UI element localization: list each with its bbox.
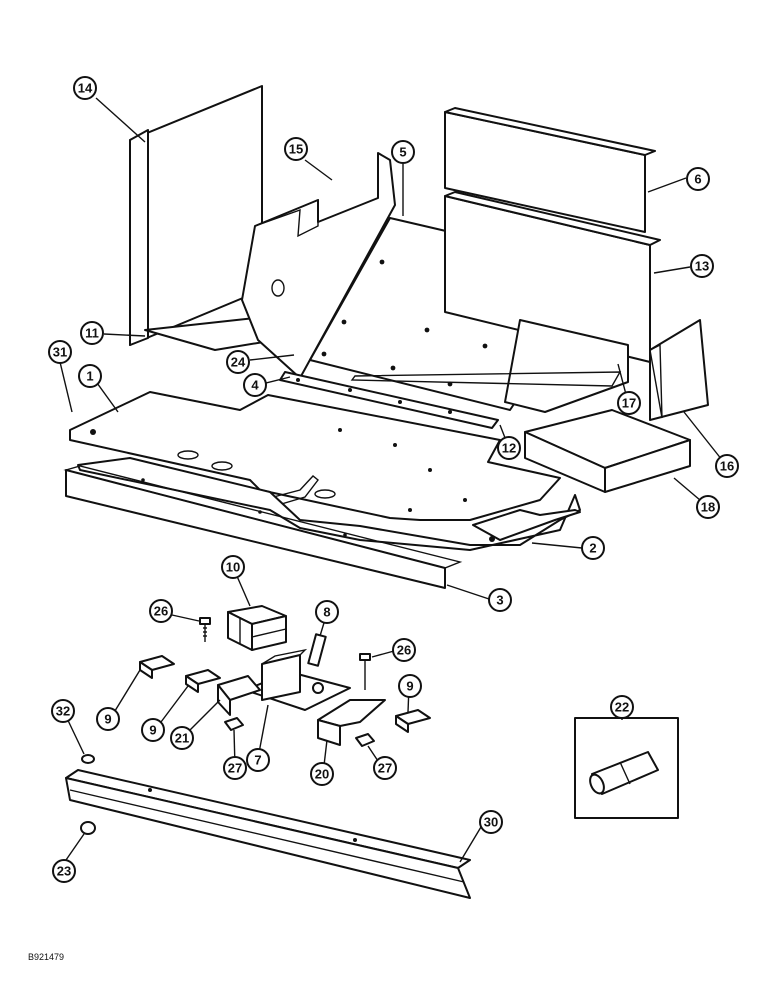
part-12-strip — [279, 371, 499, 429]
callout-3: 3 — [488, 588, 512, 612]
callout-14: 14 — [73, 76, 97, 100]
svg-text:9: 9 — [149, 723, 156, 738]
callout-31: 31 — [48, 340, 72, 364]
part-23-cap — [80, 821, 96, 835]
callout-13: 13 — [690, 254, 714, 278]
svg-text:3: 3 — [496, 593, 503, 608]
svg-text:11: 11 — [85, 326, 99, 341]
callout-6: 6 — [686, 167, 710, 191]
svg-text:20: 20 — [315, 767, 329, 782]
svg-text:16: 16 — [720, 459, 734, 474]
callout-7: 7 — [246, 748, 270, 772]
part-20-bracket — [317, 699, 386, 746]
svg-text:26: 26 — [397, 643, 411, 658]
svg-text:21: 21 — [175, 731, 189, 746]
callout-1: 1 — [78, 364, 102, 388]
callout-9-right: 9 — [398, 674, 422, 698]
callout-27-right: 27 — [373, 756, 397, 780]
svg-text:10: 10 — [226, 560, 240, 575]
svg-text:26: 26 — [154, 604, 168, 619]
callout-18: 18 — [696, 495, 720, 519]
svg-text:18: 18 — [701, 500, 715, 515]
part-27-nut-left — [224, 717, 244, 731]
callout-11: 11 — [80, 321, 104, 345]
svg-text:2: 2 — [589, 541, 596, 556]
callout-4: 4 — [243, 373, 267, 397]
svg-text:7: 7 — [254, 753, 261, 768]
callout-8: 8 — [315, 600, 339, 624]
part-21-bracket — [217, 675, 261, 716]
svg-text:13: 13 — [695, 259, 709, 274]
part-9-clip-middle — [185, 669, 221, 693]
svg-text:27: 27 — [378, 761, 392, 776]
part-16-small-foam — [649, 319, 709, 421]
part-2-under-pad — [77, 457, 581, 551]
callout-21: 21 — [170, 726, 194, 750]
svg-text:14: 14 — [78, 81, 93, 96]
callout-2: 2 — [581, 536, 605, 560]
svg-text:27: 27 — [228, 761, 242, 776]
callout-20: 20 — [310, 762, 334, 786]
svg-text:4: 4 — [251, 378, 259, 393]
part-6-foam-strip — [444, 107, 656, 233]
document-code: B921479 — [28, 952, 65, 962]
callout-5: 5 — [391, 140, 415, 164]
callout-30: 30 — [479, 810, 503, 834]
callout-9-left: 9 — [96, 707, 120, 731]
part-30-angle-bar — [65, 769, 471, 899]
svg-text:12: 12 — [502, 441, 516, 456]
svg-text:15: 15 — [289, 142, 303, 157]
svg-text:30: 30 — [484, 815, 498, 830]
svg-text:6: 6 — [694, 172, 701, 187]
part-9-clip-left — [139, 655, 175, 679]
callout-17: 17 — [617, 391, 641, 415]
svg-text:24: 24 — [231, 355, 246, 370]
part-27-nut-right — [355, 733, 375, 747]
svg-text:1: 1 — [86, 369, 93, 384]
callout-22: 22 — [610, 695, 634, 719]
part-18-box-foam — [524, 409, 691, 493]
part-32-nut — [81, 754, 95, 764]
part-15-shaped-panel — [241, 152, 396, 379]
svg-text:22: 22 — [615, 700, 629, 715]
svg-text:9: 9 — [104, 712, 111, 727]
callout-12: 12 — [497, 436, 521, 460]
part-10-relay-block — [227, 605, 287, 651]
svg-text:31: 31 — [53, 345, 67, 360]
callout-9-middle: 9 — [141, 718, 165, 742]
callout-15: 15 — [284, 137, 308, 161]
part-8-fuse — [307, 633, 327, 667]
svg-text:32: 32 — [56, 704, 70, 719]
callout-26-right: 26 — [392, 638, 416, 662]
svg-text:5: 5 — [399, 145, 406, 160]
part-22-inset-box — [574, 717, 679, 819]
part-26-screw-left — [199, 617, 211, 642]
part-3-channel — [63, 465, 463, 589]
callout-10: 10 — [221, 555, 245, 579]
callout-32: 32 — [51, 699, 75, 723]
part-13-foam-block — [444, 191, 661, 363]
svg-text:17: 17 — [622, 396, 636, 411]
part-14-foam-block — [129, 85, 263, 346]
part-1-floor-mat — [69, 391, 561, 521]
callout-26-left: 26 — [149, 599, 173, 623]
svg-text:9: 9 — [406, 679, 413, 694]
callout-16: 16 — [715, 454, 739, 478]
callout-24: 24 — [226, 350, 250, 374]
part-9-clip-right — [395, 709, 431, 733]
part-26-screw-right — [359, 653, 371, 690]
svg-text:8: 8 — [323, 605, 330, 620]
callout-27-left: 27 — [223, 756, 247, 780]
part-7-bracket-plate — [244, 648, 351, 711]
callout-23: 23 — [52, 859, 76, 883]
part-22-cable-roll — [589, 751, 659, 795]
svg-text:23: 23 — [57, 864, 71, 879]
